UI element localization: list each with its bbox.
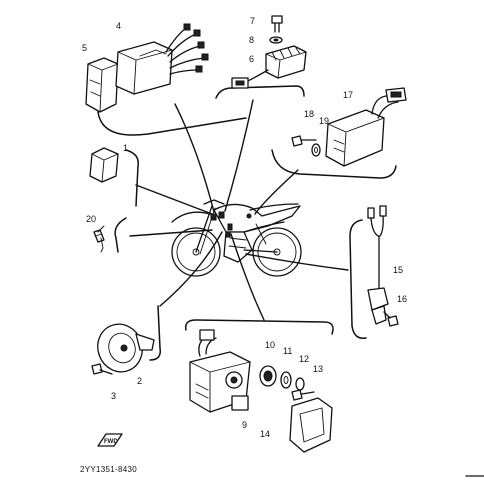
callout-7: 7 — [250, 16, 255, 26]
callout-9: 9 — [242, 420, 247, 430]
part-7-bolt — [271, 15, 283, 33]
bracket-20 — [114, 217, 127, 253]
callout-1: 1 — [123, 143, 128, 153]
callout-12: 12 — [299, 354, 309, 364]
motorcycle-silhouette — [171, 199, 302, 277]
front-fender — [171, 211, 211, 223]
callout-16: 16 — [397, 294, 407, 304]
leader-lines — [129, 99, 349, 321]
bracket-6-8 — [215, 85, 305, 99]
part-6-rectifier — [231, 45, 307, 89]
fuel-tank-body — [213, 203, 301, 233]
part-20-spark-plug — [93, 225, 105, 253]
part-13-bolt — [291, 389, 315, 401]
group-brackets — [97, 85, 397, 361]
front-wheel-rim — [176, 232, 216, 272]
part-15-sensor — [367, 205, 389, 325]
part-10-ring — [259, 365, 277, 387]
part-2-horn — [97, 323, 155, 373]
horn-bracket — [135, 333, 155, 351]
callout-2: 2 — [137, 376, 142, 386]
front-wheel-hub — [192, 248, 200, 256]
diagram-reference-code: 2YY1351-8430 — [80, 465, 137, 474]
callout-8: 8 — [249, 35, 254, 45]
callout-4: 4 — [116, 21, 121, 31]
part-17-control-unit — [325, 87, 407, 167]
callout-14: 14 — [260, 429, 270, 439]
part-12-washer — [295, 377, 305, 391]
part-16-bolt — [383, 311, 399, 327]
bracket-4-5 — [97, 111, 247, 136]
front-wheel — [171, 227, 221, 277]
callout-13: 13 — [313, 364, 323, 374]
callout-5: 5 — [82, 43, 87, 53]
bracket-1 — [125, 149, 139, 207]
part-5-cover — [85, 57, 119, 113]
part-19-collar — [311, 143, 321, 157]
part-11-oring — [280, 371, 292, 389]
part-14-cover — [289, 397, 333, 453]
fwd-arrow-badge: FWD — [97, 433, 123, 447]
part-8-washer — [269, 36, 283, 44]
exhaust-pipe — [243, 221, 285, 233]
bracket-17-19 — [271, 149, 397, 179]
callout-numbers: 1 2 3 4 5 6 7 8 9 10 11 12 13 14 15 16 1… — [82, 16, 407, 439]
seat — [249, 203, 299, 211]
callout-10: 10 — [265, 340, 275, 350]
handlebar — [203, 199, 225, 205]
bracket-15-16 — [349, 219, 367, 339]
part-1-relay — [89, 147, 119, 183]
part-3-bolt — [91, 363, 113, 375]
rear-wheel-rim — [257, 232, 297, 272]
fwd-label: FWD — [104, 439, 118, 445]
part-4-cdi-unit — [115, 23, 209, 95]
callout-15: 15 — [393, 265, 403, 275]
bracket-9-14 — [184, 319, 334, 335]
callout-18: 18 — [304, 109, 314, 119]
callout-6: 6 — [249, 54, 254, 64]
part-9-switch-assembly — [189, 329, 251, 413]
callout-3: 3 — [111, 391, 116, 401]
cdi-wire-bundle — [165, 27, 205, 75]
rear-wheel — [252, 227, 302, 277]
callout-11: 11 — [283, 346, 292, 356]
bracket-2-3 — [149, 305, 162, 361]
swingarm — [243, 249, 278, 253]
callout-17: 17 — [343, 90, 353, 100]
switch-connector — [199, 329, 215, 341]
callout-20: 20 — [86, 214, 96, 224]
part-18-bolt — [291, 135, 317, 147]
callout-19: 19 — [319, 116, 329, 126]
